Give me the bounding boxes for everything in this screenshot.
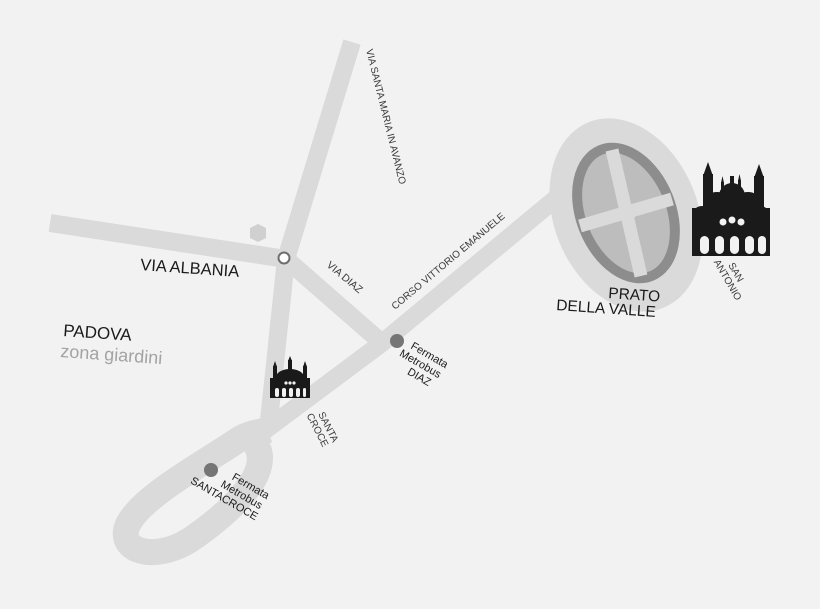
corso-vittorio-road bbox=[246, 188, 566, 448]
place-label-san-antonio: SAN ANTONIO bbox=[711, 258, 745, 303]
church-icon-san-antonio bbox=[692, 162, 770, 256]
place-label-prato-line2: DELLA VALLE bbox=[556, 297, 657, 321]
santa-croce-loop-road bbox=[112, 417, 273, 566]
via-diaz-road bbox=[280, 252, 388, 350]
prato-della-valle-park bbox=[549, 118, 703, 312]
street-label-via-santa-maria: VIA SANTA MARIA IN AVANZO bbox=[363, 48, 407, 186]
bus-stop-icon-santacroce bbox=[204, 463, 218, 477]
bus-stop-icon-diaz bbox=[390, 334, 404, 348]
place-label-prato-line1: PRATO bbox=[608, 285, 661, 306]
junction-node bbox=[277, 251, 291, 265]
place-label-santa-croce: SANTA CROCE bbox=[304, 410, 340, 449]
church-icon-santa-croce bbox=[270, 356, 310, 398]
street-label-via-albania: VIA ALBANIA bbox=[140, 256, 240, 281]
district-label: zona giardini bbox=[60, 341, 163, 368]
via-albania-road bbox=[48, 214, 288, 268]
city-label: PADOVA bbox=[63, 321, 133, 345]
junction-hexagon-marker bbox=[250, 224, 266, 242]
roads bbox=[48, 39, 566, 566]
